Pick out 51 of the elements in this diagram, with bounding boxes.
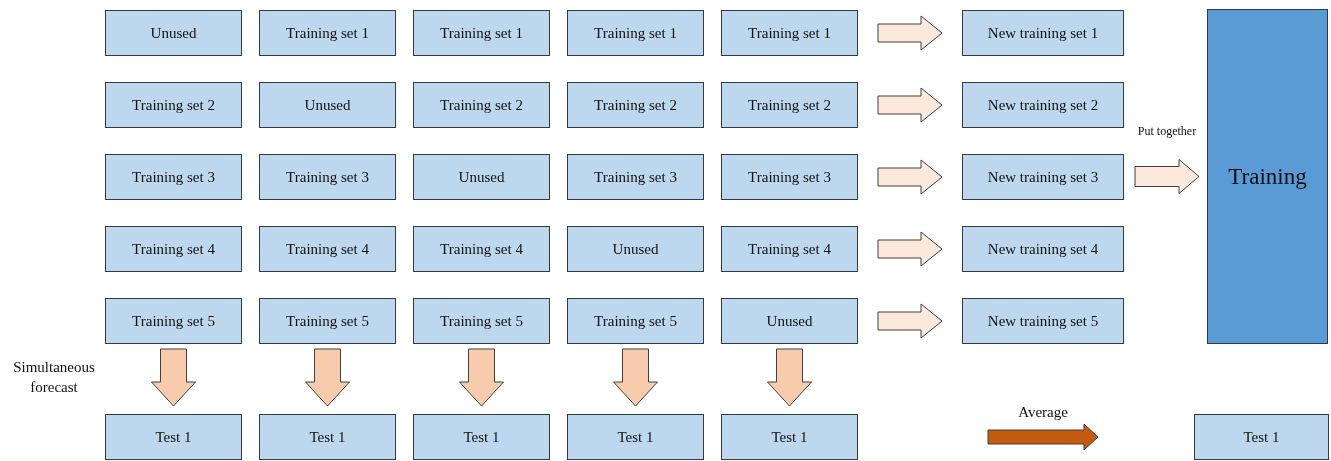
process-box: Test 1	[1194, 414, 1329, 460]
note-text: Average	[1017, 403, 1069, 422]
process-box: New training set 2	[962, 82, 1124, 128]
process-box: Training set 3	[567, 154, 704, 200]
process-box: Training set 2	[721, 82, 858, 128]
process-box: New training set 1	[962, 10, 1124, 56]
process-box: Training set 1	[721, 10, 858, 56]
process-box: Training set 5	[105, 298, 242, 344]
process-box: Training set 4	[721, 226, 858, 272]
process-box: Training set 2	[105, 82, 242, 128]
process-box: Test 1	[105, 414, 242, 460]
block-arrow	[767, 348, 812, 407]
process-box: Unused	[721, 298, 858, 344]
process-box: New training set 3	[962, 154, 1124, 200]
block-arrow	[877, 87, 943, 123]
block-arrow	[459, 348, 504, 407]
block-arrow	[151, 348, 196, 407]
block-arrow	[877, 15, 943, 51]
process-box: Test 1	[721, 414, 858, 460]
block-arrow	[877, 231, 943, 267]
process-box: Unused	[567, 226, 704, 272]
note-text: Simultaneous forecast	[12, 358, 96, 397]
process-box: Unused	[259, 82, 396, 128]
process-box: Training	[1207, 9, 1328, 344]
process-box: Test 1	[567, 414, 704, 460]
process-box: New training set 5	[962, 298, 1124, 344]
process-box: Training set 3	[105, 154, 242, 200]
process-box: Training set 4	[259, 226, 396, 272]
process-box: Training set 4	[413, 226, 550, 272]
block-arrow	[1134, 159, 1200, 194]
process-box: Unused	[105, 10, 242, 56]
process-box: Training set 3	[259, 154, 396, 200]
process-box: Training set 5	[567, 298, 704, 344]
process-box: Training set 1	[259, 10, 396, 56]
process-box: Training set 3	[721, 154, 858, 200]
edge-label: Put together	[1137, 123, 1197, 139]
process-box: Unused	[413, 154, 550, 200]
block-arrow	[877, 159, 943, 195]
process-box: Test 1	[413, 414, 550, 460]
process-box: Training set 2	[413, 82, 550, 128]
block-arrow	[613, 348, 658, 407]
block-arrow	[305, 348, 350, 407]
process-box: Test 1	[259, 414, 396, 460]
process-box: Training set 4	[105, 226, 242, 272]
process-box: Training set 1	[567, 10, 704, 56]
process-box: Training set 5	[413, 298, 550, 344]
process-box: New training set 4	[962, 226, 1124, 272]
process-box: Training set 2	[567, 82, 704, 128]
process-box: Training set 5	[259, 298, 396, 344]
block-arrow	[877, 303, 943, 339]
process-box: Training set 1	[413, 10, 550, 56]
